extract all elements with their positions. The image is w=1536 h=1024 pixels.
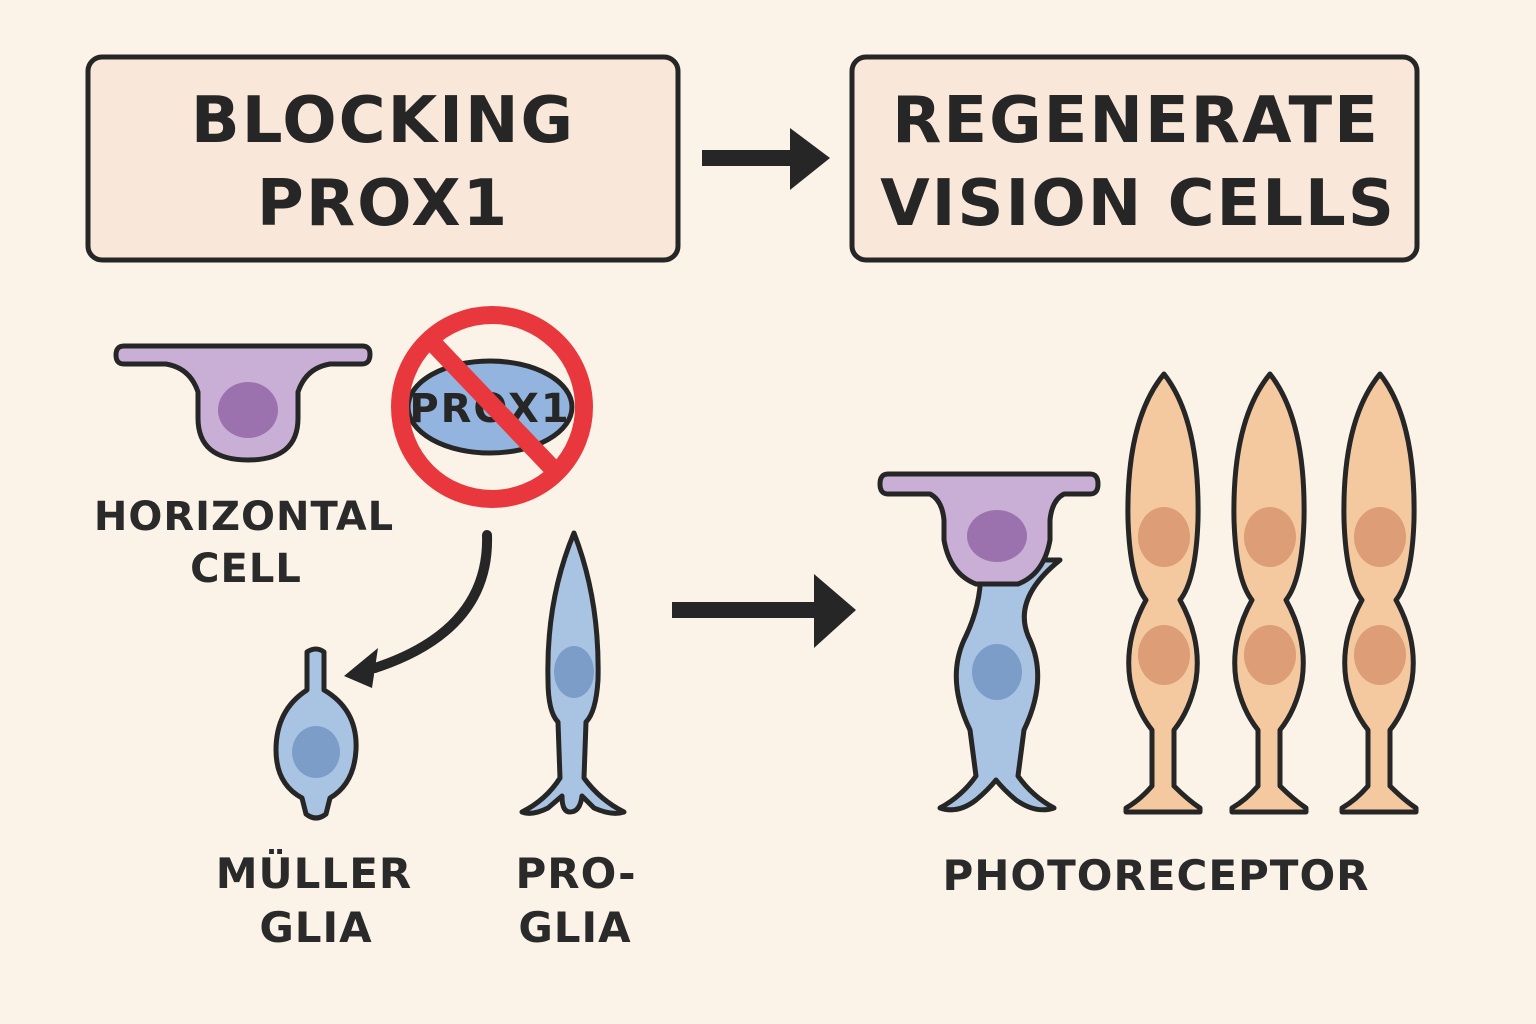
- pro-glia-label-line1: PRO-: [515, 849, 636, 898]
- muller-glia-label-line2: GLIA: [259, 903, 372, 952]
- horizontal-cell-icon: [113, 343, 373, 463]
- photoreceptor-cell-3-icon: [1339, 371, 1419, 815]
- muller-glia-icon: [273, 646, 359, 821]
- blocking-prox1-box: BLOCKING PROX1: [85, 54, 681, 263]
- pro-glia-icon: [519, 530, 627, 816]
- photoreceptor-cell-2-icon: [1229, 371, 1309, 815]
- regenerate-vision-cells-box: REGENERATE VISION CELLS: [849, 54, 1420, 263]
- top-arrow-icon: [702, 128, 830, 190]
- photoreceptor-cell-1-icon: [1123, 371, 1203, 815]
- blocking-prox1-line1: BLOCKING: [191, 84, 575, 158]
- middle-arrow-icon: [672, 574, 856, 648]
- pro-glia-label-line2: GLIA: [518, 903, 631, 952]
- curved-arrow-icon: [344, 530, 493, 688]
- horizontal-cell-label-line2: CELL: [190, 546, 302, 592]
- regenerate-line2: VISION CELLS: [880, 167, 1396, 241]
- regenerated-hybrid-cell-icon: [877, 471, 1101, 813]
- muller-glia-label-line1: MÜLLER: [216, 848, 412, 898]
- photoreceptor-label: PHOTORECEPTOR: [942, 851, 1369, 900]
- prohibition-icon: [391, 306, 593, 508]
- regenerate-line1: REGENERATE: [892, 84, 1380, 158]
- blocking-prox1-line2: PROX1: [257, 167, 509, 241]
- horizontal-cell-label-line1: HORIZONTAL: [94, 494, 394, 540]
